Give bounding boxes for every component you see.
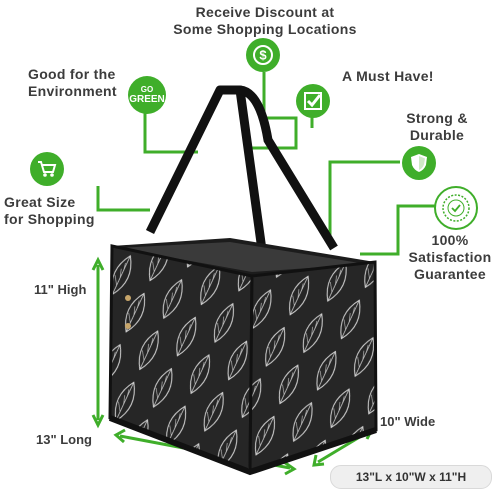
- environment-callout: Good for the Environment: [28, 66, 117, 99]
- svg-text:$: $: [259, 48, 267, 63]
- dimensions-spec-bar: 13"L x 10"W x 11"H: [330, 465, 492, 489]
- height-label: 11" High: [34, 282, 87, 297]
- go-green-icon: GO GREEN: [128, 76, 166, 114]
- width-label: 10" Wide: [380, 414, 436, 429]
- shield-icon: [402, 146, 436, 180]
- cart-icon: [30, 152, 64, 186]
- dimensions-spec-text: 13"L x 10"W x 11"H: [355, 470, 467, 484]
- great-size-callout: Great Size for Shopping: [4, 194, 95, 227]
- satisfaction-callout: 100% Satisfaction Guarantee: [408, 232, 492, 282]
- seal-icon: [434, 186, 478, 230]
- dollar-icon: $: [246, 38, 280, 72]
- length-label: 13" Long: [36, 432, 92, 447]
- discount-callout: Receive Discount at Some Shopping Locati…: [173, 4, 357, 37]
- must-have-callout: A Must Have!: [342, 68, 434, 84]
- check-icon: [296, 84, 330, 118]
- strong-callout: Strong & Durable: [406, 110, 468, 143]
